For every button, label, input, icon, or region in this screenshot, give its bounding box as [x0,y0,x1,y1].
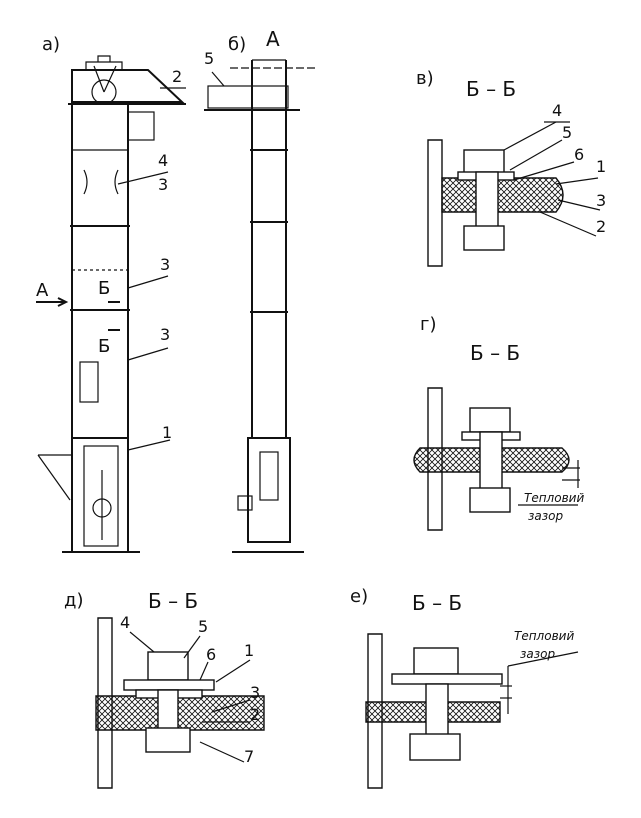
view-g-label: г) [420,314,436,335]
callout-a-3-upper: 3 [158,175,168,194]
thermal-gap-note-g-line2: зазор [528,509,563,523]
callout-d-6: 6 [206,645,216,664]
callout-d-1: 1 [244,641,254,660]
section-title-e: Б – Б [412,591,462,615]
view-v-section: в) Б – Б 4 5 6 1 3 2 [416,68,606,267]
callout-a-1: 1 [162,423,172,442]
callout-v-4: 4 [552,101,562,120]
thermal-gap-note-g-line1: Тепловий [524,491,584,505]
callout-d-5: 5 [198,617,208,636]
callout-a-3-middle: 3 [160,255,170,274]
callout-d-4: 4 [120,613,130,632]
section-title-d: Б – Б [148,589,198,613]
view-b-label: б) [228,34,246,55]
view-a-label: а) [42,34,60,55]
callout-v-1: 1 [596,157,606,176]
thermal-gap-note-e-line2: зазор [520,647,555,661]
callout-b-5: 5 [204,49,214,68]
callout-d-7: 7 [244,747,254,766]
view-a-arrow-letter: А [36,280,49,301]
view-d-section: д) Б – Б 4 5 6 1 3 2 7 [64,589,265,789]
section-title-v: Б – Б [466,77,516,101]
view-g-section: г) Б – Б Тепловий зазор [413,314,584,531]
callout-d-3: 3 [250,683,260,702]
callout-a-3-lower: 3 [160,325,170,344]
view-v-label: в) [416,68,434,89]
callout-v-6: 6 [574,145,584,164]
cut-marker-bottom: Б [98,336,110,357]
view-a-elevator-front: а) 2 4 3 3 3 1 [36,34,186,553]
view-e-section: е) Б – Б Тепловий зазор [350,586,579,789]
callout-d-2: 2 [250,705,260,724]
view-b-elevator-side: б) А 5 [204,27,318,553]
thermal-gap-note-e-line1: Тепловий [514,629,574,643]
view-direction-letter: А [266,27,280,51]
view-e-label: е) [350,586,368,607]
callout-v-2: 2 [596,217,606,236]
view-d-label: д) [64,590,83,611]
callout-a-2: 2 [172,67,182,86]
callout-v-5: 5 [562,123,572,142]
callout-v-3: 3 [596,191,606,210]
section-title-g: Б – Б [470,341,520,365]
callout-a-4: 4 [158,151,168,170]
cut-marker-top: Б [98,278,110,299]
